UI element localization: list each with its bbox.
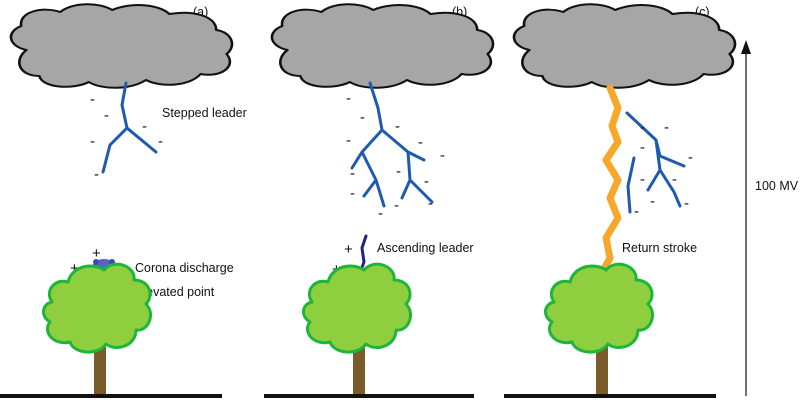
negative-charge: - [395, 118, 400, 135]
stepped-leader [350, 81, 434, 208]
negative-charge: - [428, 195, 433, 212]
panel-c: (c) - - - - - - - - - Return stroke [504, 2, 737, 398]
storm-cloud [270, 2, 495, 90]
negative-charge: - [396, 163, 401, 180]
panel-b: (b) - - - - - - - - - - - - - + + Ascend… [264, 2, 495, 398]
negative-charge: - [440, 147, 445, 164]
negative-charge: - [94, 166, 99, 183]
scale-label: 100 MV [755, 179, 799, 193]
negative-charge: - [634, 203, 639, 220]
negative-charge: - [158, 133, 163, 150]
negative-charge: - [688, 149, 693, 166]
negative-charges: - - - - - - - - - - - - - [346, 90, 445, 222]
stepped-leader [101, 81, 158, 174]
negative-charge: - [350, 165, 355, 182]
negative-charge: - [664, 119, 669, 136]
negative-charge: - [104, 107, 109, 124]
negative-charge: - [418, 134, 423, 151]
negative-charge: - [346, 90, 351, 107]
negative-charge: - [346, 132, 351, 149]
positive-charge: + [92, 245, 101, 262]
negative-charge: - [640, 139, 645, 156]
storm-cloud [512, 2, 737, 90]
negative-charge: - [650, 193, 655, 210]
tree-crown [543, 262, 655, 354]
negative-charge: - [350, 185, 355, 202]
negative-charge: - [90, 91, 95, 108]
negative-charge: - [378, 205, 383, 222]
corona-discharge-label: Corona discharge [135, 261, 234, 275]
stepped-leader-label: Stepped leader [162, 106, 247, 120]
return-stroke [596, 84, 622, 280]
negative-charges: - - - - - - [90, 91, 163, 183]
voltage-scale: 100 MV [741, 40, 799, 396]
tree-crown [41, 262, 153, 354]
negative-charge: - [684, 195, 689, 212]
negative-charges: - - - - - - - - - [634, 119, 693, 220]
negative-charge: - [142, 118, 147, 135]
negative-charge: - [424, 173, 429, 190]
panel-a: (a) - - - - - - Stepped leader + + + Cor… [0, 2, 247, 398]
return-stroke-label: Return stroke [622, 241, 697, 255]
elevated-point-label: Elevated point [135, 285, 215, 299]
positive-charge: + [70, 260, 79, 277]
negative-charge: - [640, 119, 645, 136]
negative-charge: - [640, 171, 645, 188]
negative-charge: - [394, 197, 399, 214]
arrow-up-icon [741, 40, 751, 54]
negative-charge: - [672, 171, 677, 188]
storm-cloud [9, 2, 234, 90]
negative-charge: - [90, 133, 95, 150]
positive-charge: + [344, 241, 353, 258]
negative-charge: - [360, 109, 365, 126]
tree-crown [301, 262, 413, 354]
ascending-leader-label: Ascending leader [377, 241, 474, 255]
stepped-leader [625, 111, 686, 214]
